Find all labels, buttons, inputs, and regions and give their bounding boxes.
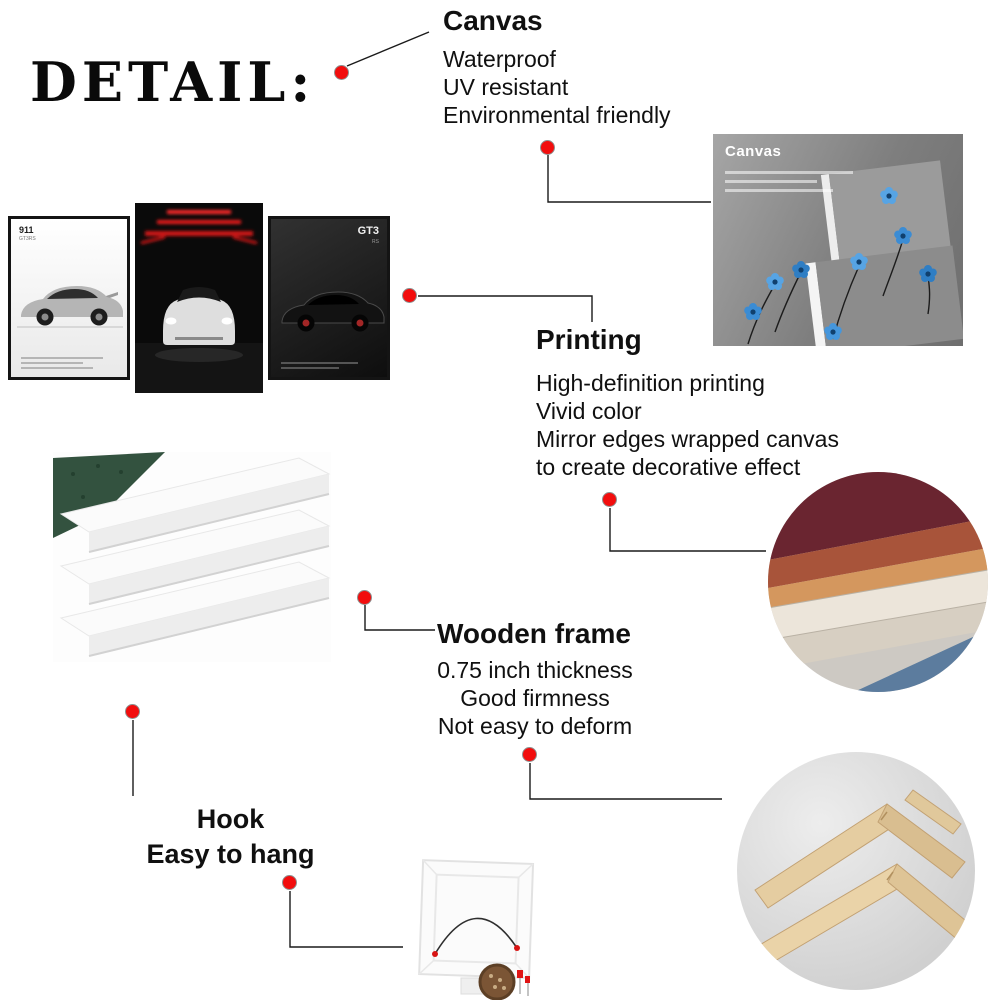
canvas-feature: Waterproof — [443, 46, 556, 72]
connector-canvas — [346, 31, 430, 67]
silver-car-artwork — [17, 286, 123, 328]
connector-wooden-frame — [364, 605, 435, 631]
canvas-material-photo: Canvas — [713, 134, 963, 346]
poster-right-panel: GT3 RS — [268, 216, 390, 380]
section-canvas-title: Canvas — [443, 5, 543, 36]
poster-left-panel: 911 GT3RS — [8, 216, 130, 380]
section-hook: Hook Easy to hang — [103, 804, 358, 870]
blue-flower-canvas-artwork — [744, 160, 963, 346]
section-hook-title: Hook — [196, 804, 265, 834]
connector-wood-photo — [529, 763, 722, 800]
connector-hook-photo — [289, 891, 403, 948]
poster-left-badge: 911 GT3RS — [19, 225, 36, 243]
callout-dot-wood-photo — [522, 747, 537, 762]
mirror-edge-artwork — [768, 472, 988, 692]
callout-dot-hook — [125, 704, 140, 719]
fine-print-placeholder — [725, 171, 853, 198]
wooden-frame-feature: 0.75 inch thickness — [437, 657, 633, 683]
mirror-edge-circle-photo — [768, 472, 988, 692]
fine-print-placeholder — [281, 362, 377, 369]
section-wooden-frame: 0.75 inch thickness Good firmness Not ea… — [380, 656, 690, 740]
canvas-feature: Environmental friendly — [443, 102, 671, 128]
callout-dot-canvas — [334, 65, 349, 80]
wooden-frame-circle-photo — [737, 752, 975, 990]
callout-dot-wooden-frame — [357, 590, 372, 605]
printing-feature: High-definition printing — [536, 370, 765, 396]
hook-back-photo — [405, 852, 547, 1000]
callout-dot-mirror-photo — [602, 492, 617, 507]
wooden-frame-feature: Good firmness — [460, 685, 610, 711]
hanging-wire-artwork — [418, 859, 535, 1000]
printing-feature: Mirror edges wrapped canvas — [536, 426, 839, 452]
hook-feature: Easy to hang — [146, 839, 315, 869]
white-car-garage-artwork — [135, 210, 263, 393]
stacked-canvases-photo — [53, 452, 331, 662]
wooden-frame-feature: Not easy to deform — [437, 713, 633, 739]
dark-car-artwork — [281, 291, 385, 332]
connector-mirror-photo — [609, 508, 766, 552]
section-printing: Printing High-definition printing Vivid … — [536, 324, 839, 481]
poster-right-badge: GT3 RS — [357, 225, 379, 246]
section-wooden-frame-title: Wooden frame — [437, 618, 631, 649]
callout-dot-canvas-photo — [540, 140, 555, 155]
connector-canvas-photo — [547, 155, 711, 203]
printing-feature: Vivid color — [536, 398, 642, 424]
section-printing-title: Printing — [536, 324, 642, 355]
canvas-photo-label: Canvas — [725, 143, 782, 160]
printing-feature: to create decorative effect — [536, 454, 801, 480]
poster-center-panel — [135, 203, 263, 393]
stacked-canvases-artwork — [53, 452, 331, 657]
canvas-feature: UV resistant — [443, 74, 569, 100]
product-poster-triptych: 911 GT3RS — [8, 203, 394, 393]
fine-print-placeholder — [21, 357, 117, 369]
callout-dot-printing — [402, 288, 417, 303]
callout-dot-hook-photo — [282, 875, 297, 890]
page-title: DETAIL: — [30, 50, 316, 114]
wooden-bars-artwork — [750, 789, 975, 969]
connector-printing — [418, 295, 593, 322]
section-canvas: Canvas Waterproof UV resistant Environme… — [443, 5, 671, 129]
